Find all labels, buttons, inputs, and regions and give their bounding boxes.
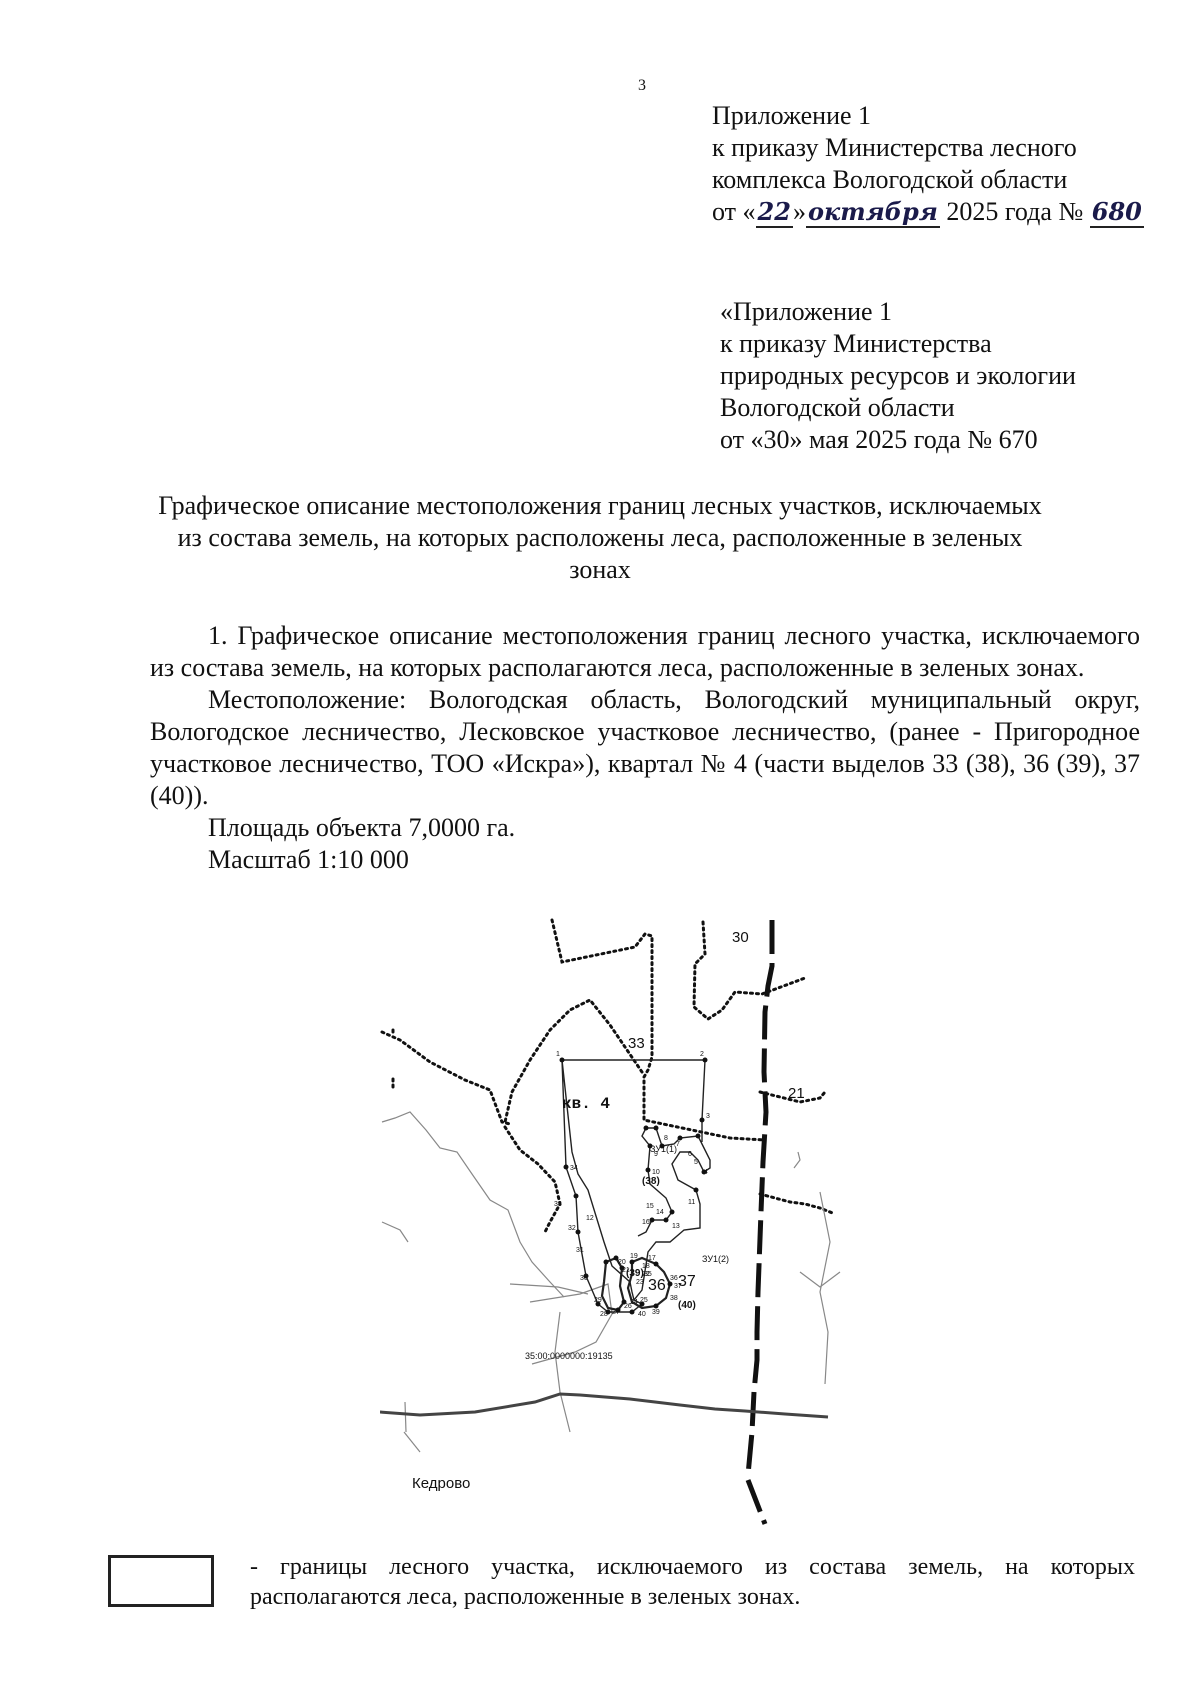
- map-labels: 30 21 кв. 4 33 ЗУ1(1) ЗУ1(2) (38) (39) (…: [412, 929, 805, 1492]
- section-38-label: (38): [642, 1176, 660, 1187]
- legend-text: - границы лесного участка, исключаемого …: [250, 1554, 1135, 1610]
- point-21-label: 21: [622, 1267, 630, 1274]
- section-37-label: 37: [678, 1273, 696, 1290]
- point-7-label: 7: [676, 1141, 680, 1148]
- point-4-label: 4: [704, 1169, 708, 1176]
- point-10-label: 10: [652, 1169, 660, 1176]
- point-25-label: 25: [640, 1297, 648, 1304]
- quarter-4-label: кв. 4: [562, 1095, 610, 1113]
- paragraph-location: Местоположение: Вологодская область, Вол…: [150, 685, 1140, 810]
- point-29-label: 29: [594, 1297, 602, 1304]
- point-labels: 1 2 3 4 5 6 7 8 9 10 11 12 13 14 15 16 1…: [554, 1051, 710, 1318]
- appendix-current-line3: комплекса Вологодской области: [712, 165, 1068, 194]
- handwritten-order-number: 680: [1089, 197, 1144, 228]
- appendix-previous-line1: «Приложение 1: [720, 297, 893, 326]
- point-33-label: 33: [554, 1201, 562, 1208]
- point-30-label: 30: [580, 1275, 588, 1282]
- point-13-label: 13: [672, 1223, 680, 1230]
- title-line3: зонах: [569, 555, 631, 584]
- parcel-zu1-2-label: ЗУ1(2): [702, 1254, 729, 1264]
- quarter-21-label: 21: [788, 1085, 805, 1102]
- appendix-previous-header: «Приложение 1 к приказу Министерства при…: [720, 296, 1076, 456]
- point-32-label: 32: [568, 1225, 576, 1232]
- point-17-label: 17: [648, 1255, 656, 1262]
- legend-description: - границы лесного участка, исключаемого …: [250, 1552, 1135, 1612]
- point-5-label: 5: [694, 1159, 698, 1166]
- point-18-label: 18: [642, 1263, 650, 1270]
- quarter-30-label: 30: [732, 929, 749, 946]
- point-12-label: 12: [586, 1215, 594, 1222]
- point-38-label: 38: [670, 1295, 678, 1302]
- handwritten-month: октября: [805, 197, 940, 228]
- point-28-label: 28: [600, 1311, 608, 1318]
- date-year: 2025 года №: [939, 197, 1090, 226]
- point-14-label: 14: [656, 1209, 664, 1216]
- point-39-label: 39: [652, 1309, 660, 1316]
- point-26-label: 26: [624, 1303, 632, 1310]
- cadastral-number-label: 35:00:0000000:19135: [525, 1351, 613, 1361]
- section-33-label: 33: [628, 1035, 645, 1052]
- appendix-current-line1: Приложение 1: [712, 101, 872, 130]
- document-body: 1. Графическое описание местоположения г…: [150, 620, 1140, 876]
- date-mid: »: [792, 197, 806, 226]
- point-2-label: 2: [700, 1051, 704, 1058]
- appendix-previous-line2: к приказу Министерства: [720, 329, 992, 358]
- paragraph-description: 1. Графическое описание местоположения г…: [150, 621, 1140, 682]
- document-title: Графическое описание местоположения гран…: [150, 490, 1050, 586]
- appendix-current-header: Приложение 1 к приказу Министерства лесн…: [712, 100, 1144, 228]
- title-line1: Графическое описание местоположения гран…: [158, 491, 1042, 520]
- forest-boundaries: [380, 918, 837, 1234]
- point-37-label: 37: [674, 1283, 682, 1290]
- point-23-label: 23: [636, 1279, 644, 1286]
- appendix-current-line2: к приказу Министерства лесного: [712, 133, 1077, 162]
- point-40-label: 40: [638, 1311, 646, 1318]
- point-36-label: 36: [670, 1275, 678, 1282]
- point-20-label: 20: [618, 1259, 626, 1266]
- title-line2: из состава земель, на которых расположен…: [177, 523, 1023, 552]
- section-40-label: (40): [678, 1300, 696, 1311]
- page-number: 3: [638, 77, 646, 94]
- point-3-label: 3: [706, 1113, 710, 1120]
- appendix-previous-line3: природных ресурсов и экологии: [720, 361, 1076, 390]
- village-label: Кедрово: [412, 1475, 470, 1492]
- terrain-lines: [381, 1111, 841, 1453]
- point-24-label: 24: [630, 1299, 638, 1306]
- point-6-label: 6: [688, 1151, 692, 1158]
- point-15-label: 15: [646, 1203, 654, 1210]
- point-1-label: 1: [556, 1051, 560, 1058]
- parcel-map: 1 2 3 4 5 6 7 8 9 10 11 12 13 14 15 16 1…: [380, 918, 841, 1525]
- appendix-previous-line5: от «30» мая 2025 года № 670: [720, 425, 1038, 454]
- point-27-label: 27: [612, 1309, 620, 1316]
- paragraph-area: Площадь объекта 7,0000 га.: [208, 813, 516, 842]
- boundary-points: [559, 1057, 708, 1315]
- river: [380, 1392, 829, 1419]
- point-11-label: 11: [688, 1199, 695, 1206]
- handwritten-day: 22: [755, 197, 793, 228]
- point-16-label: 16: [642, 1219, 650, 1226]
- parcel-zu1-1-label: ЗУ1(1): [650, 1144, 677, 1154]
- paragraph-scale: Масштаб 1:10 000: [208, 845, 409, 874]
- date-prefix: от «: [712, 197, 756, 226]
- point-19-label: 19: [630, 1253, 638, 1260]
- point-34-label: 34: [570, 1165, 578, 1172]
- appendix-current-line4: от «22»октября 2025 года № 680: [712, 196, 1144, 228]
- point-35-label: 35: [644, 1271, 652, 1278]
- road-dashed: [745, 920, 775, 1525]
- point-9-label: 9: [654, 1151, 658, 1158]
- section-39-label: (39): [626, 1268, 644, 1279]
- section-36-label: 36: [648, 1277, 666, 1294]
- point-8-label: 8: [664, 1135, 668, 1142]
- legend-symbol: [108, 1555, 214, 1607]
- point-22-label: 22: [642, 1271, 650, 1278]
- appendix-previous-line4: Вологодской области: [720, 393, 955, 422]
- point-31-label: 31: [576, 1247, 584, 1254]
